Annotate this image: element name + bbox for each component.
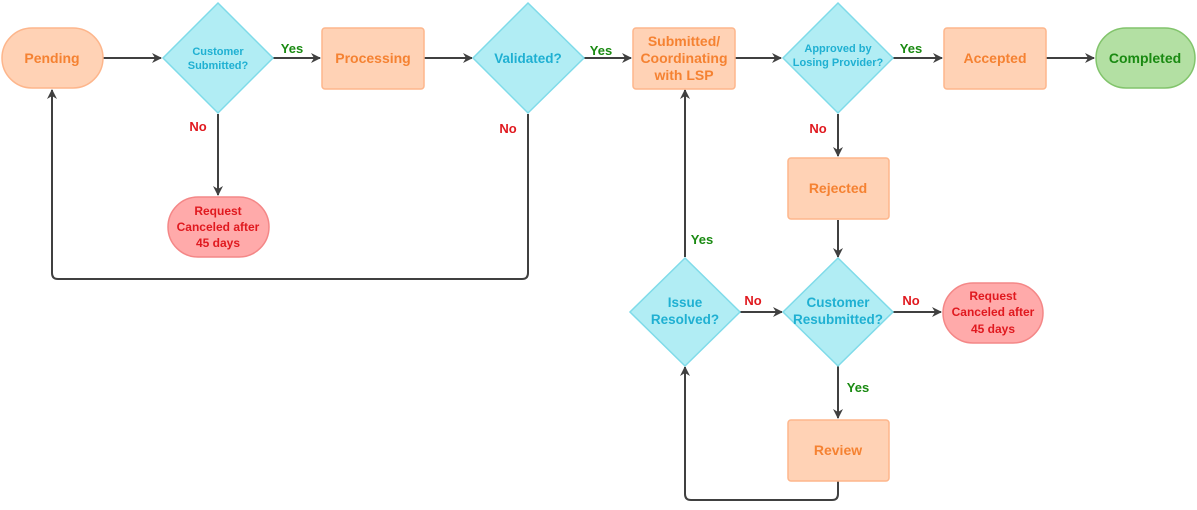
label-no-customer-submitted: No — [189, 119, 206, 134]
node-completed: Completed — [1095, 27, 1196, 89]
node-approved-losing-provider: Approved by Losing Provider? — [781, 1, 895, 115]
node-rejected-label: Rejected — [809, 180, 867, 196]
node-review: Review — [787, 419, 890, 482]
node-pending-label: Pending — [24, 50, 79, 66]
node-request-canceled-right: Request Canceled after 45 days — [942, 282, 1044, 344]
label-no-approved: No — [809, 121, 826, 136]
node-issue-line1: Issue — [668, 295, 703, 310]
label-yes-resubmitted: Yes — [847, 380, 869, 395]
node-resubmitted-line1: Customer — [806, 295, 870, 310]
edge-review-loop-to-issue — [680, 366, 839, 501]
label-no-resubmitted: No — [902, 293, 919, 308]
node-submitted-line2: Coordinating — [640, 50, 727, 66]
node-canceled-right-line2: Canceled after — [952, 305, 1035, 319]
node-submitted-line3: with LSP — [653, 67, 713, 83]
label-yes-approved: Yes — [900, 41, 922, 56]
node-canceled-left-line2: Canceled after — [177, 220, 260, 234]
node-processing: Processing — [321, 27, 425, 90]
node-canceled-left-line3: 45 days — [196, 236, 240, 250]
node-canceled-right-line1: Request — [969, 289, 1016, 303]
node-customer-resubmitted: Customer Resubmitted? — [781, 256, 895, 368]
node-issue-resolved: Issue Resolved? — [628, 256, 742, 368]
node-processing-label: Processing — [335, 50, 410, 66]
node-review-label: Review — [814, 442, 862, 458]
node-accepted: Accepted — [943, 27, 1047, 90]
node-request-canceled-left: Request Canceled after 45 days — [167, 196, 270, 258]
node-issue-line2: Resolved? — [651, 312, 719, 327]
node-validated: Validated? — [471, 1, 586, 115]
node-pending: Pending — [1, 27, 104, 89]
edge-validated-no-loop — [47, 89, 529, 280]
node-canceled-left-line1: Request — [194, 204, 241, 218]
label-no-validated: No — [499, 121, 516, 136]
edge-labels: Yes No Yes No Yes No Yes No No Yes — [189, 41, 922, 395]
node-canceled-right-line3: 45 days — [971, 322, 1015, 336]
node-completed-label: Completed — [1109, 50, 1181, 66]
node-customer-submitted: Customer Submitted? — [161, 1, 275, 115]
node-approved-line2: Losing Provider? — [793, 57, 884, 69]
edges — [47, 53, 1095, 501]
label-no-issue-resolved: No — [744, 293, 761, 308]
node-submitted-line1: Submitted/ — [648, 33, 720, 49]
node-customer-submitted-line2: Submitted? — [188, 60, 249, 72]
node-customer-submitted-line1: Customer — [192, 46, 244, 58]
node-resubmitted-line2: Resubmitted? — [793, 312, 883, 327]
node-rejected: Rejected — [787, 157, 890, 220]
label-yes-validated: Yes — [590, 43, 612, 58]
node-approved-line1: Approved by — [804, 43, 872, 55]
node-validated-label: Validated? — [494, 51, 562, 66]
label-yes-issue-resolved: Yes — [691, 232, 713, 247]
node-accepted-label: Accepted — [963, 50, 1026, 66]
label-yes-customer-submitted: Yes — [281, 41, 303, 56]
node-submitted-coordinating: Submitted/ Coordinating with LSP — [632, 27, 736, 90]
